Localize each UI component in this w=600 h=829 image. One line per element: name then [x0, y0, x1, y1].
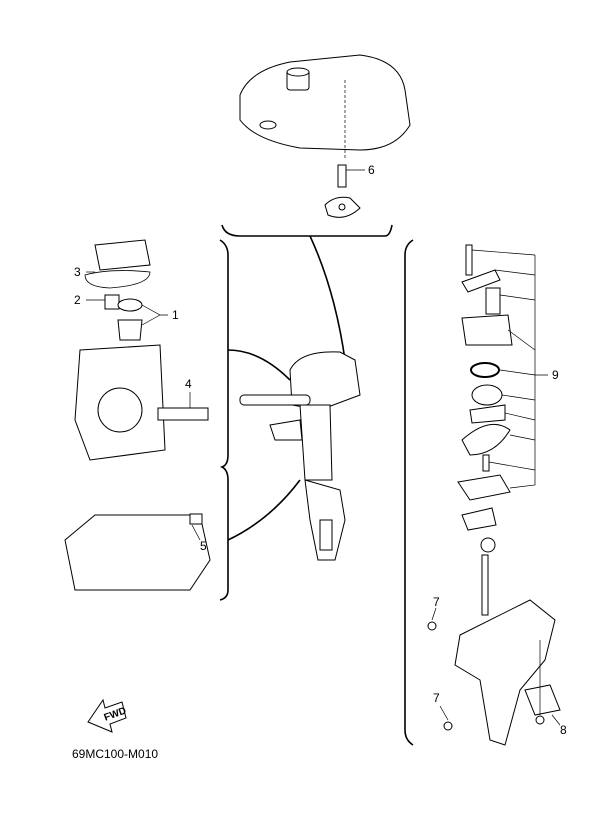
outboard-motor	[239, 351, 361, 561]
callout-9: 9	[552, 368, 559, 382]
diagram-code: 69MC100-M010	[72, 747, 158, 761]
right-bracket	[404, 239, 414, 746]
callout-3: 3	[74, 265, 81, 279]
part-6-screw: 6	[324, 163, 375, 218]
callout-7a: 7	[433, 595, 440, 609]
callout-4: 4	[185, 377, 192, 391]
top-bracket	[221, 224, 393, 237]
callout-6: 6	[368, 163, 375, 177]
top-cowling	[239, 54, 411, 160]
callout-5: 5	[200, 539, 207, 553]
callout-8: 8	[560, 723, 567, 737]
fwd-arrow-icon: FWD	[87, 698, 128, 733]
right-water-pump-parts: 9 7 7 8	[427, 244, 567, 746]
callout-2: 2	[74, 293, 81, 307]
callout-7b: 7	[433, 691, 440, 705]
left-bracket	[219, 239, 229, 601]
left-powerhead-parts: 3 2 1 4 5	[64, 239, 211, 591]
callout-1: 1	[172, 308, 179, 322]
